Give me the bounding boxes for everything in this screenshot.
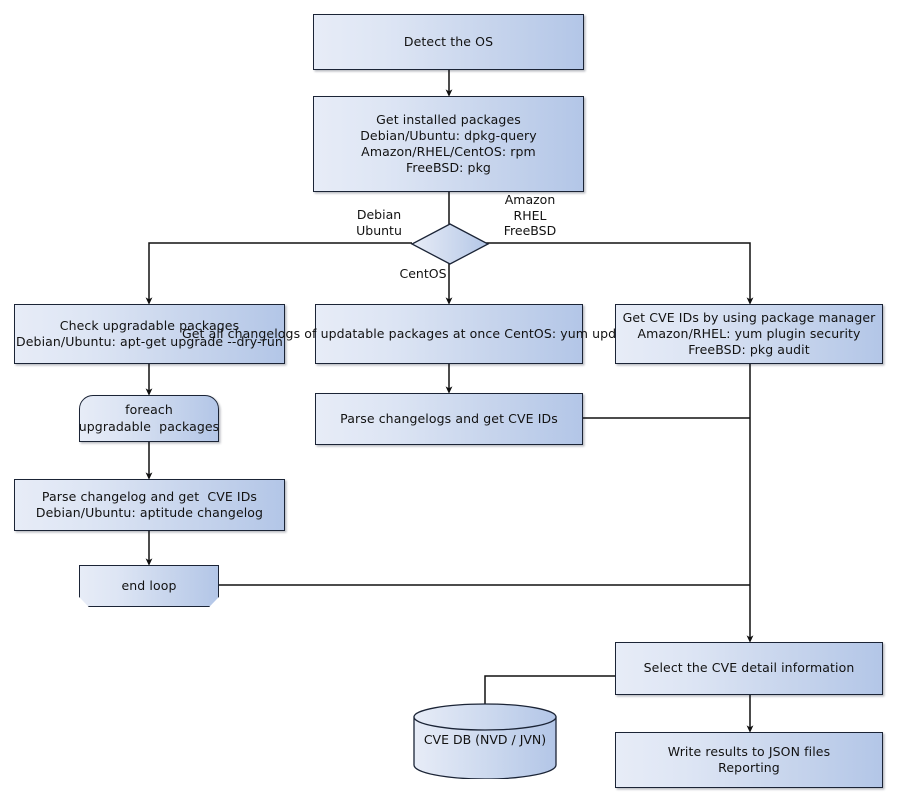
node-select-cve-detail-label: Select the CVE detail information: [643, 660, 855, 676]
edge-cvedb-to-selectcve: [484, 675, 615, 707]
node-parse-changelogs-centos[interactable]: Parse changelogs and get CVE IDs: [315, 393, 583, 445]
node-os-decision[interactable]: [410, 222, 490, 266]
node-parse-changelogs-centos-label: Parse changelogs and get CVE IDs: [340, 410, 558, 426]
node-get-cve-ids-pkgmgr[interactable]: Get CVE IDs by using package manager Ama…: [615, 304, 883, 364]
node-detect-os[interactable]: Detect the OS: [313, 14, 584, 70]
node-cve-db[interactable]: [412, 703, 558, 779]
node-write-results[interactable]: Write results to JSON files Reporting: [615, 732, 883, 788]
node-foreach-loop-label: foreach upgradable packages: [78, 402, 220, 434]
node-write-results-label: Write results to JSON files Reporting: [667, 743, 831, 775]
edge-decision-to-cveids: [486, 242, 754, 305]
node-get-all-changelogs[interactable]: Get all changelogs of updatable packages…: [182, 304, 716, 364]
node-end-loop-label: end loop: [121, 577, 177, 593]
node-parse-changelog-debian-label: Parse changelog and get CVE IDs Debian/U…: [35, 488, 264, 520]
node-parse-changelog-debian[interactable]: Parse changelog and get CVE IDs Debian/U…: [14, 479, 285, 531]
edge-label-amazon-rhel-freebsd: Amazon RHEL FreeBSD: [503, 192, 557, 239]
node-get-installed-packages-label: Get installed packages Debian/Ubuntu: dp…: [360, 111, 537, 176]
node-get-cve-ids-pkgmgr-label: Get CVE IDs by using package manager Ama…: [622, 309, 876, 358]
node-foreach-loop[interactable]: foreach upgradable packages: [79, 395, 219, 442]
node-select-cve-detail[interactable]: Select the CVE detail information: [615, 642, 883, 695]
node-check-upgradable[interactable]: Check upgradable packages Debian/Ubuntu:…: [14, 304, 285, 364]
node-end-loop[interactable]: end loop: [79, 565, 219, 607]
node-detect-os-label: Detect the OS: [403, 33, 494, 49]
node-check-upgradable-label: Check upgradable packages Debian/Ubuntu:…: [16, 317, 283, 349]
node-get-all-changelogs-label: Get all changelogs of updatable packages…: [181, 325, 717, 341]
node-get-installed-packages[interactable]: Get installed packages Debian/Ubuntu: dp…: [313, 96, 584, 192]
edge-label-centos: CentOS: [399, 266, 447, 281]
edge-decision-to-checkupgradable: [145, 242, 412, 305]
edge-label-debian-ubuntu: Debian Ubuntu: [356, 207, 402, 238]
node-cve-db-label: CVE DB (NVD / JVN): [423, 731, 547, 747]
